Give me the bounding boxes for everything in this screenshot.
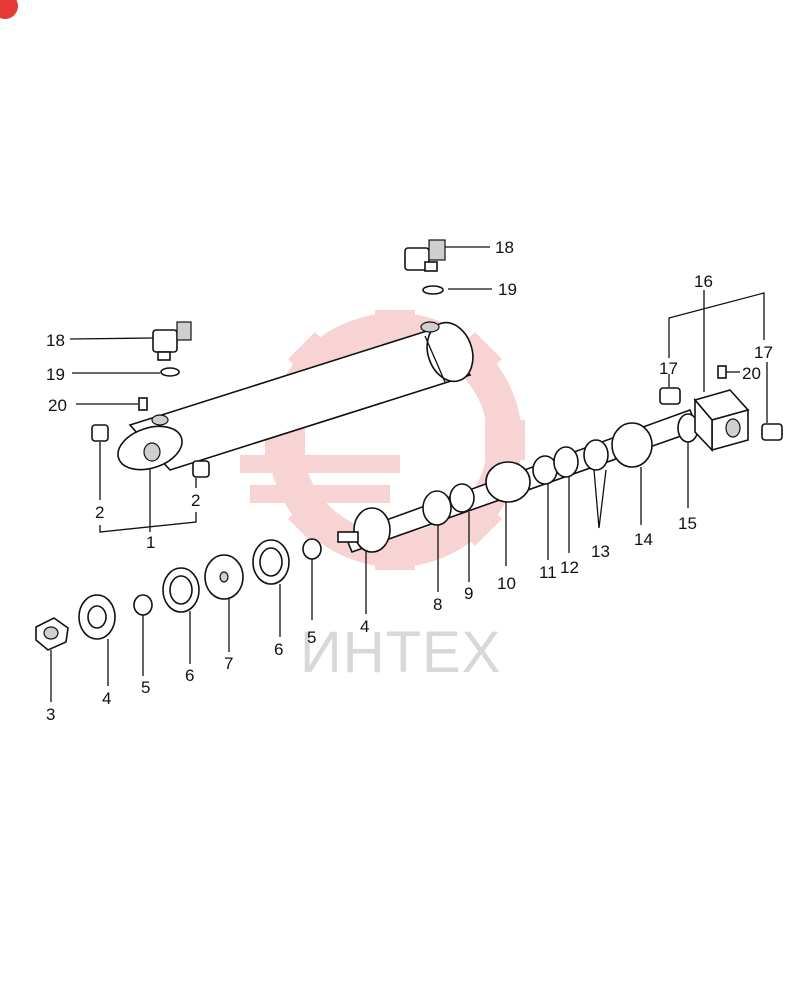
label-18-left: 18 bbox=[46, 331, 65, 350]
red-badge-icon bbox=[0, 0, 18, 19]
label-4-left: 4 bbox=[102, 689, 111, 708]
bushing-17-left bbox=[659, 387, 681, 405]
bushing-17-right bbox=[761, 423, 783, 441]
label-1: 1 bbox=[146, 533, 155, 552]
ring-part-9 bbox=[449, 483, 475, 513]
grease-nipple-left bbox=[138, 397, 148, 411]
piston-rod-assembly bbox=[337, 408, 700, 554]
label-6-left: 6 bbox=[185, 666, 194, 685]
washer-left bbox=[160, 367, 180, 377]
label-2-right: 2 bbox=[191, 491, 200, 510]
label-4-right: 4 bbox=[360, 617, 369, 636]
label-17-left: 17 bbox=[659, 359, 678, 378]
rod-end-block bbox=[693, 389, 750, 453]
label-16: 16 bbox=[694, 272, 713, 291]
callout-labels: 1 2 2 3 4 4 5 5 6 6 7 8 9 10 11 12 13 14… bbox=[46, 238, 773, 724]
gland-part-4-left bbox=[78, 594, 116, 640]
label-18-top: 18 bbox=[495, 238, 514, 257]
label-10: 10 bbox=[497, 574, 516, 593]
label-6-right: 6 bbox=[274, 640, 283, 659]
nut-part-3 bbox=[35, 617, 69, 651]
label-17-right: 17 bbox=[754, 343, 773, 362]
label-12: 12 bbox=[560, 558, 579, 577]
label-19-left: 19 bbox=[46, 365, 65, 384]
seal-part-5-left bbox=[133, 594, 153, 616]
gland-part-14 bbox=[611, 422, 653, 468]
washer-part-7 bbox=[204, 554, 244, 600]
nut-part-6-right bbox=[252, 539, 290, 585]
ring-part-12 bbox=[553, 446, 579, 478]
ring-part-13 bbox=[583, 439, 609, 471]
label-20-right: 20 bbox=[742, 364, 761, 383]
cylinder-barrel bbox=[117, 321, 474, 471]
label-14: 14 bbox=[634, 530, 653, 549]
bushing-right bbox=[192, 460, 210, 478]
washer-top bbox=[422, 285, 444, 295]
label-8: 8 bbox=[433, 595, 442, 614]
label-5-right: 5 bbox=[307, 628, 316, 647]
piston-part-10 bbox=[485, 461, 531, 503]
elbow-fitting-left bbox=[152, 321, 192, 361]
label-11: 11 bbox=[539, 563, 557, 582]
label-13: 13 bbox=[591, 542, 610, 561]
elbow-fitting-top bbox=[404, 239, 446, 272]
label-2-left: 2 bbox=[95, 503, 104, 522]
label-7: 7 bbox=[224, 654, 233, 673]
grease-nipple-right bbox=[717, 365, 727, 379]
label-19-top: 19 bbox=[498, 280, 517, 299]
bushing-left bbox=[91, 424, 109, 442]
nut-part-6-left bbox=[162, 567, 200, 613]
label-15: 15 bbox=[678, 514, 697, 533]
label-3: 3 bbox=[46, 705, 55, 724]
gear-logo-icon bbox=[240, 310, 525, 570]
label-20-left: 20 bbox=[48, 396, 67, 415]
label-9: 9 bbox=[464, 584, 473, 603]
watermark-text: ИНТЕХ bbox=[300, 620, 501, 685]
seal-part-5-right bbox=[302, 538, 322, 560]
label-5-left: 5 bbox=[141, 678, 150, 697]
seal-part-8 bbox=[422, 490, 452, 526]
leader-lines bbox=[50, 246, 768, 702]
